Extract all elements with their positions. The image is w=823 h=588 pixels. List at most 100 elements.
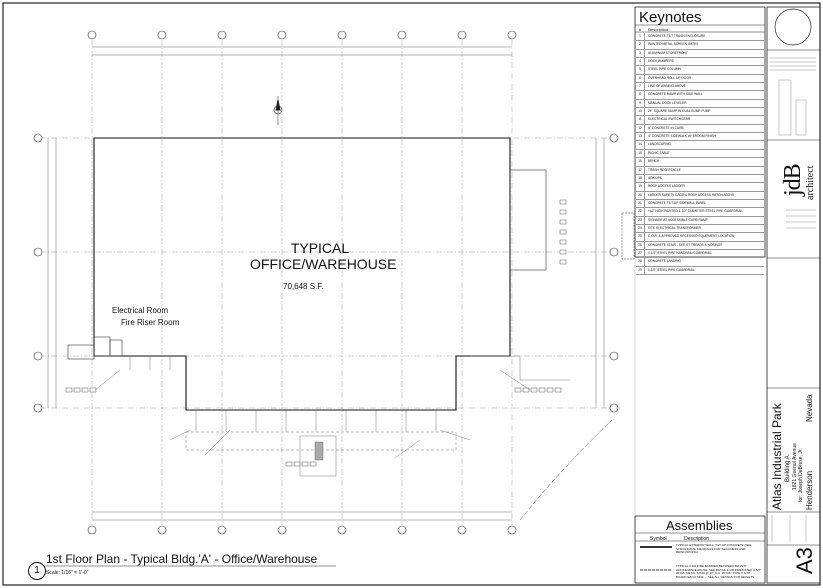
keynote-number: 7 xyxy=(636,83,645,91)
keynote-description: 24" SQUARE SUMP IN DUAL SUMP PUMP xyxy=(648,109,711,114)
keynote-row: 22+42" HIGH PAINTED 1-1/2" DIAMETER STEE… xyxy=(636,208,764,217)
keynote-number: 3 xyxy=(636,49,645,57)
keynote-number: 11 xyxy=(636,116,645,124)
keynote-number: 24 xyxy=(636,224,645,233)
keynote-number: 18 xyxy=(636,174,645,183)
keynote-number: 28 xyxy=(636,258,645,266)
keynote-number: 15 xyxy=(636,149,645,158)
keynote-number: 8 xyxy=(636,91,645,99)
assemblies-header: Symbol Description xyxy=(650,536,725,542)
keynote-number: 23 xyxy=(636,216,645,224)
keynote-description: ADA UPS xyxy=(648,175,662,180)
project-for: for: Joseph DeBrese, Jr. xyxy=(798,448,804,502)
keynote-description: CONCRETE LANDING xyxy=(648,259,681,264)
keynote-description: PICNIC TABLE xyxy=(648,150,670,155)
keynote-number: 25 xyxy=(636,233,645,241)
project-state: Nevada xyxy=(805,394,814,422)
keynote-number: 5 xyxy=(636,66,645,74)
keynotes-header: # Description xyxy=(636,27,764,32)
project-info: Atlas Industrial Park Building A 1821 Ge… xyxy=(770,392,820,512)
keynotes-header-num: # xyxy=(638,27,642,32)
keynote-number: 10 xyxy=(636,108,645,116)
keynote-number: 6 xyxy=(636,74,645,83)
keynote-description: STEEL PIPE COLUMN xyxy=(648,67,681,72)
keynote-number: 27 xyxy=(636,249,645,258)
architect-word: architect xyxy=(805,165,816,200)
keynote-description: ALUMINUM STOREFRONT xyxy=(648,50,688,55)
view-title: 1st Floor Plan - Typical Bldg.'A' - Offi… xyxy=(46,552,318,566)
keynote-number: 19 xyxy=(636,183,645,191)
project-building: Building A xyxy=(785,455,791,482)
keynote-number: 26 xyxy=(636,241,645,249)
keynote-number: 21 xyxy=(636,199,645,208)
keynote-number: 2 xyxy=(636,41,645,49)
keynotes-panel xyxy=(634,6,766,258)
keynote-description: CONCRETE RAMP WITH SIDE WALL xyxy=(648,92,703,97)
assembly-item: TYPICAL EXTERIOR WALL: TILT-UP CONCRETE … xyxy=(676,543,752,555)
keynote-description: 1-1/2" STEEL PIPE HANDRAIL/GUARDRAIL xyxy=(648,250,712,255)
project-city: Henderson xyxy=(805,470,814,510)
keynote-description: ROOF ACCESS LADDER xyxy=(648,184,685,189)
keynote-description: LINE OF AWNING ABOVE xyxy=(648,84,686,89)
sheet-number: A3 xyxy=(792,547,817,574)
keynote-number: 20 xyxy=(636,191,645,199)
keynote-description: ELECTRICAL SWITCHGEAR xyxy=(648,117,691,122)
keynote-description: 1-1/2" STEEL PIPE GUARDRAIL xyxy=(648,267,695,272)
keynotes-header-desc: Description xyxy=(648,27,669,32)
room-label-fire-riser: Fire Riser Room xyxy=(121,318,180,327)
keynote-description: C.O.R. & APPROVED RECESSED EQUIPMENT LOC… xyxy=(648,234,735,239)
keynote-description: SIGNAGE AT ACCESSIBLE CURB RAMP xyxy=(648,217,708,222)
assemblies-panel xyxy=(634,515,766,584)
project-name: Atlas Industrial Park xyxy=(770,403,784,510)
keynote-number: 9 xyxy=(636,99,645,108)
seal-circle xyxy=(774,8,812,46)
north-arrow xyxy=(273,96,283,125)
architect-logo: jdB architect xyxy=(778,150,816,200)
plan-label: TYPICAL OFFICE/WAREHOUSE xyxy=(250,240,397,272)
keynote-description: +42" HIGH PAINTED 1-1/2" DIAMETER STEEL … xyxy=(648,209,743,214)
keynote-number: 17 xyxy=(636,166,645,174)
view-number-bubble: 1 xyxy=(28,562,46,580)
keynote-number: 16 xyxy=(636,158,645,166)
keynote-description: LADDER SAFETY CAGE & ROOF ACCESS HATCH A… xyxy=(648,192,735,197)
keynote-number: 22 xyxy=(636,208,645,216)
room-label-electrical: Electrical Room xyxy=(112,306,169,315)
plan-label-line1: TYPICAL xyxy=(290,240,350,256)
title-block xyxy=(766,6,821,584)
keynote-description: OVERHEAD ROLL-UP DOOR xyxy=(648,75,691,80)
keynote-number: 12 xyxy=(636,124,645,133)
keynote-description: CONCRETE TILT-UP SIDEWALL PANEL xyxy=(648,200,707,205)
view-scale: Scale: 1/16" = 1'-0" xyxy=(46,570,89,576)
plan-label-line2: OFFICE/WAREHOUSE xyxy=(250,256,397,272)
assembly-item: TYPICAL 2-HR FIRE BARRIER BETWEEN TENANT… xyxy=(676,564,762,579)
keynote-description: BENCH xyxy=(648,159,660,164)
assemblies-title: Assemblies xyxy=(666,518,733,533)
keynote-description: TRASH RECEPTACLE xyxy=(648,167,681,172)
keynote-description: PAINTED METAL SCREEN GATES xyxy=(648,42,699,47)
keynote-description: DOCK BUMPERS xyxy=(648,59,674,64)
keynote-number: 14 xyxy=(636,141,645,149)
